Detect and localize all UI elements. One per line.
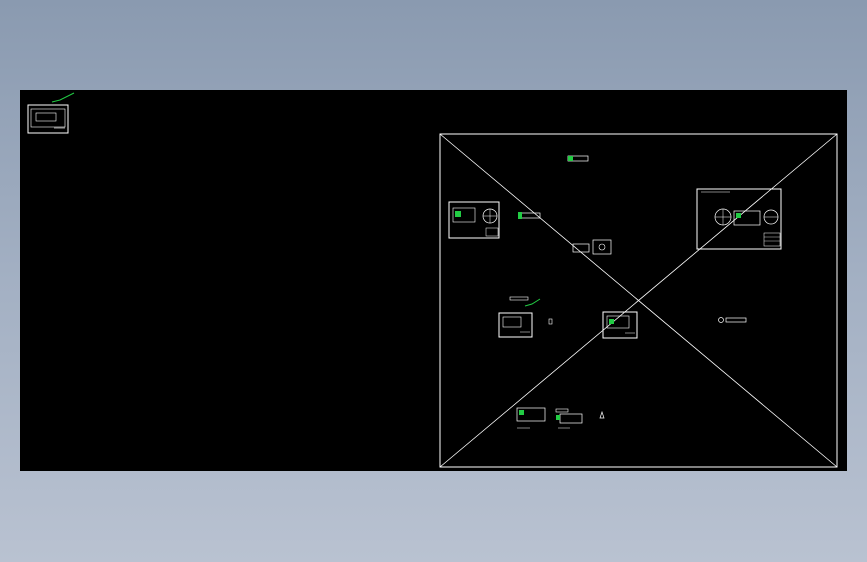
highlight-mark <box>455 211 461 217</box>
leader-mark <box>51 92 75 103</box>
part-view-icon <box>733 210 761 226</box>
bolt-part-right[interactable] <box>718 317 747 323</box>
bolt-part-top[interactable] <box>567 155 589 162</box>
part-view-icon <box>606 315 630 329</box>
triangle-mark <box>599 410 605 419</box>
drawing-sheet-left[interactable] <box>448 201 500 239</box>
sheet-thumbnail-top-left[interactable] <box>27 92 75 134</box>
part-view-icon <box>452 207 476 223</box>
sheet-frame <box>602 311 638 339</box>
drawing-sheet-mid-left[interactable] <box>498 296 541 338</box>
label-bar <box>509 296 529 301</box>
shaft-end-highlight <box>518 212 522 219</box>
part-block-2 <box>592 239 612 255</box>
part-hole <box>598 243 606 251</box>
highlight-mark <box>556 415 560 420</box>
part-view-icon <box>516 407 546 422</box>
bottom-part-3[interactable] <box>599 410 605 419</box>
highlight-mark <box>609 319 614 324</box>
part-view-icon <box>502 316 522 328</box>
title-block <box>763 232 781 247</box>
highlight-mark <box>736 213 741 218</box>
bottom-part-1[interactable] <box>516 407 546 429</box>
drawing-sheet-right[interactable] <box>696 188 782 250</box>
drawing-svg <box>27 92 838 468</box>
sheet-frame <box>498 312 533 338</box>
shaft-part[interactable] <box>518 212 541 219</box>
small-parts-center[interactable] <box>572 239 612 255</box>
sheet-frame <box>696 188 782 250</box>
cad-drawing-canvas[interactable] <box>20 90 847 471</box>
part-view-icon <box>559 413 583 424</box>
leader-mark <box>524 298 541 307</box>
drawing-sheet-center[interactable] <box>602 311 638 339</box>
part-block-1 <box>572 243 590 253</box>
small-marker <box>548 318 553 325</box>
sheet-frame <box>448 201 500 239</box>
bottom-part-2[interactable] <box>555 408 583 429</box>
bolt-body <box>725 317 747 323</box>
boundary-frame <box>439 133 838 468</box>
part-view-icon <box>35 112 57 122</box>
label-bar <box>555 408 569 413</box>
title-block <box>485 227 499 237</box>
highlight-mark <box>519 410 524 415</box>
sheet-frame <box>27 104 69 134</box>
sheet-inner-frame <box>30 108 66 128</box>
bolt-head <box>718 317 724 323</box>
bolt-head <box>568 156 573 161</box>
layout-boundary[interactable] <box>439 133 838 468</box>
